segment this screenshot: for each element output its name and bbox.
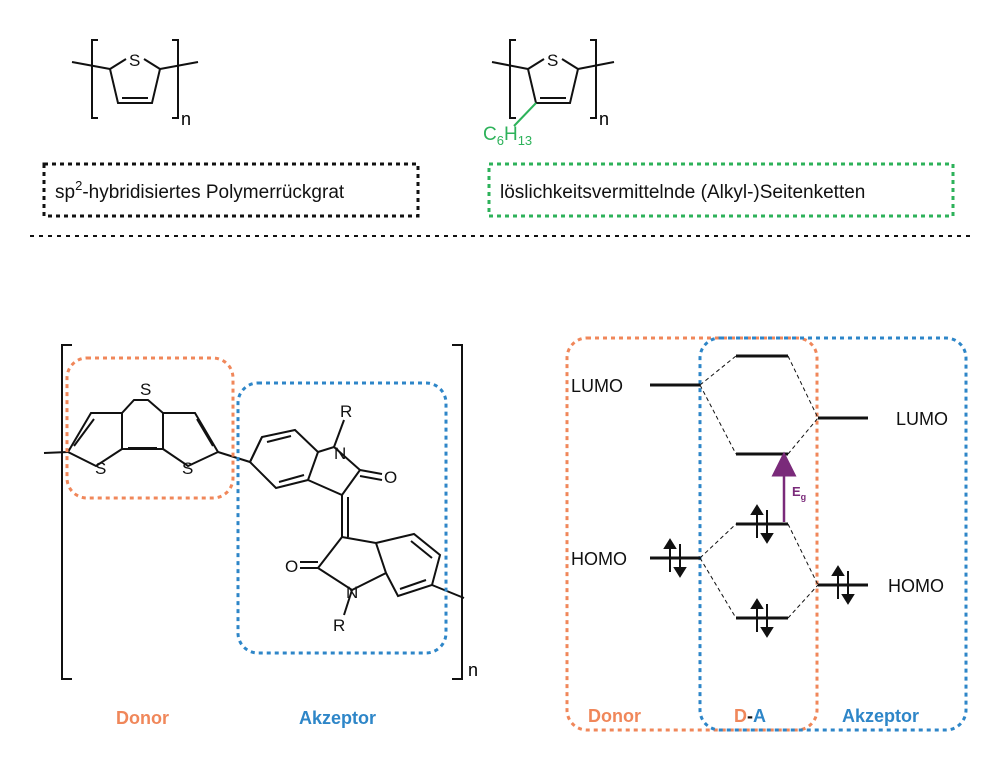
subscript-n: n	[181, 109, 191, 129]
sidechain-label: löslichkeitsvermittelnde (Alkyl-)Seitenk…	[500, 182, 865, 203]
backbone-label: sp2-hybridisiertes Polymerrückgrat	[55, 178, 345, 203]
acceptor-homo-electrons	[831, 565, 855, 605]
polythiophene-structure	[71, 39, 199, 119]
energy-levels	[650, 354, 868, 620]
donor-lumo-label: LUMO	[571, 376, 623, 396]
r-group: R	[340, 402, 352, 421]
donor-box	[65, 356, 235, 500]
sulfur-atom: S	[140, 380, 151, 399]
nitrogen-atom: N	[334, 444, 346, 463]
sidechain-label-box	[487, 162, 955, 218]
acceptor-region-box	[698, 336, 968, 732]
sulfur-atom: S	[182, 459, 193, 478]
sulfur-atom: S	[547, 51, 558, 70]
electron-spins	[663, 504, 855, 638]
da-label: D-A	[734, 706, 766, 726]
sidechain-bond	[513, 102, 537, 127]
acceptor-box	[236, 381, 448, 655]
donor-region-box	[565, 336, 819, 732]
band-gap-label: Eg	[792, 484, 806, 502]
donor-label: Donor	[116, 708, 169, 728]
nitrogen-atom: N	[346, 583, 358, 602]
subscript-n: n	[468, 660, 478, 680]
da-homo-lower-electrons	[750, 598, 774, 638]
acceptor-lumo-label: LUMO	[896, 409, 948, 429]
donor-region-label: Donor	[588, 706, 641, 726]
p3ht-structure	[491, 39, 615, 119]
acceptor-region-label: Akzeptor	[842, 706, 919, 726]
subscript-n: n	[599, 109, 609, 129]
hexyl-chain-label: C6H13	[483, 124, 532, 148]
acceptor-homo-label: HOMO	[888, 576, 944, 596]
donor-homo-label: HOMO	[571, 549, 627, 569]
oxygen-atom: O	[285, 557, 298, 576]
backbone-label-box	[42, 162, 420, 218]
oxygen-atom: O	[384, 468, 397, 487]
sulfur-atom: S	[129, 51, 140, 70]
da-homo-electrons	[750, 504, 774, 544]
r-group: R	[333, 616, 345, 635]
da-polymer-structure	[43, 344, 465, 680]
sulfur-atom: S	[95, 459, 106, 478]
acceptor-label: Akzeptor	[299, 708, 376, 728]
donor-homo-electrons	[663, 538, 687, 578]
mixing-lines	[699, 355, 819, 619]
